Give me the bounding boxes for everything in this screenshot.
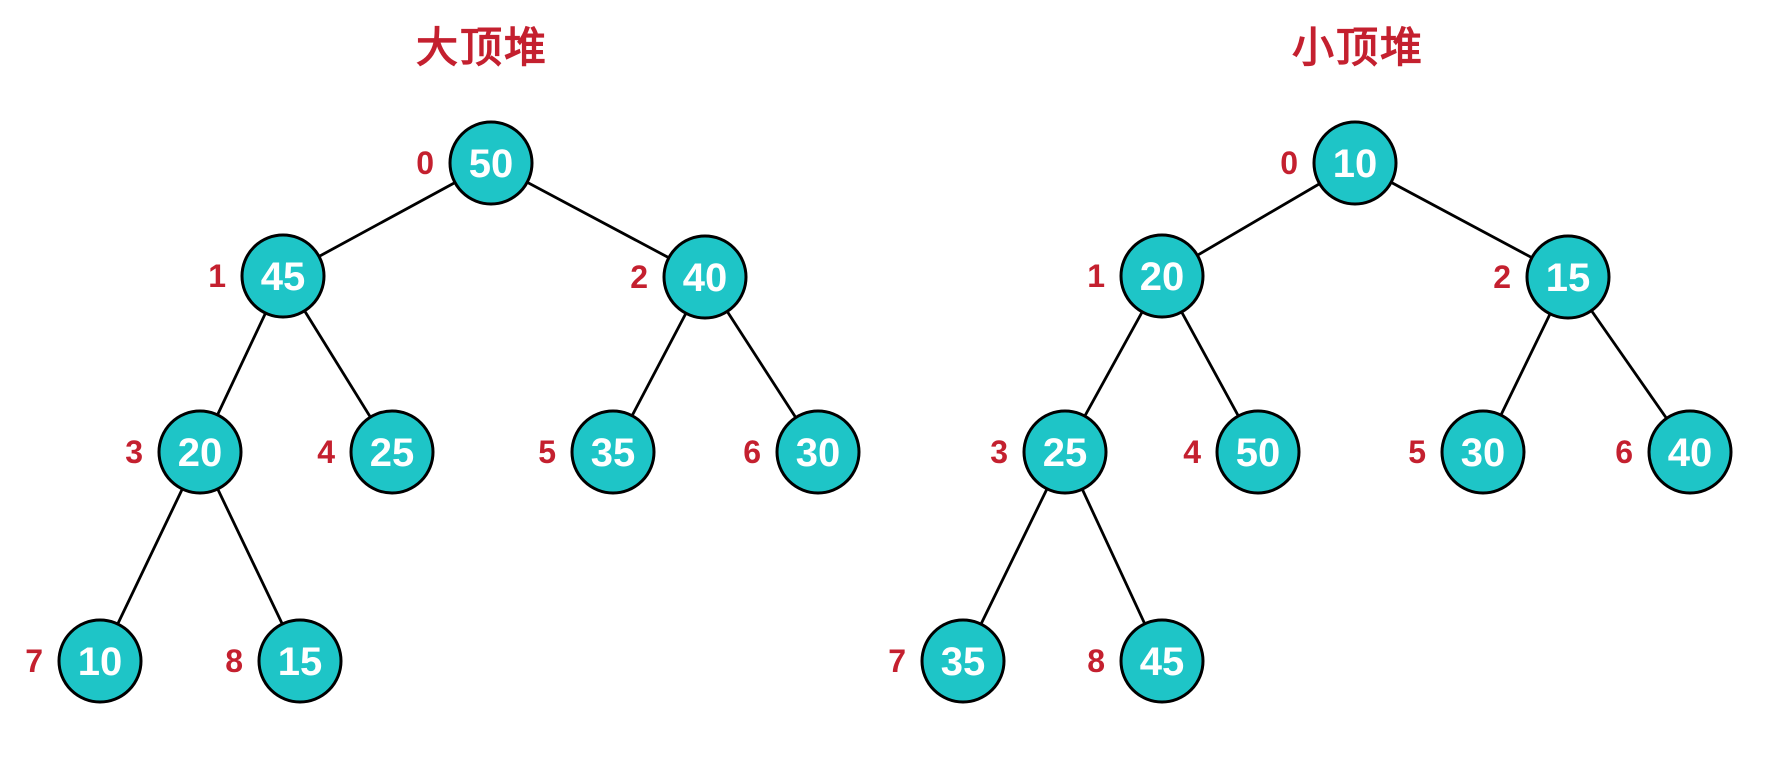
min-heap-node-5: 30 5 — [1408, 409, 1526, 495]
min-heap-node-circle-1 — [1119, 233, 1205, 319]
max-heap-node-3: 20 3 — [125, 409, 243, 495]
max-heap-node-8: 15 8 — [225, 618, 343, 704]
min-heap-node-index-3: 3 — [990, 434, 1008, 470]
max-heap-node-index-4: 4 — [317, 434, 335, 470]
max-heap-node-circle-1 — [240, 233, 326, 319]
max-heap-node-value-0: 50 — [469, 142, 514, 186]
max-heap-node-index-8: 8 — [225, 643, 243, 679]
min-heap-title: 小顶堆 — [1291, 24, 1424, 71]
min-heap-node-circle-7 — [920, 618, 1006, 704]
max-heap-node-circle-6 — [775, 409, 861, 495]
min-heap-node-index-5: 5 — [1408, 434, 1426, 470]
max-heap-title: 大顶堆 — [415, 24, 548, 71]
max-heap-node-circle-8 — [257, 618, 343, 704]
min-heap-node-index-2: 2 — [1493, 259, 1511, 295]
max-heap-node-value-6: 30 — [796, 431, 841, 475]
max-heap-node-index-0: 0 — [416, 145, 434, 181]
max-heap-node-value-3: 20 — [178, 431, 223, 475]
max-heap-node-circle-7 — [57, 618, 143, 704]
max-heap-node-circle-5 — [570, 409, 656, 495]
min-heap-node-value-2: 15 — [1546, 256, 1591, 300]
min-heap-node-value-3: 25 — [1043, 431, 1088, 475]
max-heap-node-4: 25 4 — [317, 409, 435, 495]
max-heap-node-index-7: 7 — [25, 643, 43, 679]
min-heap-node-circle-8 — [1119, 618, 1205, 704]
max-heap-node-index-1: 1 — [208, 258, 226, 294]
max-heap-node-7: 10 7 — [25, 618, 143, 704]
min-heap-node-index-1: 1 — [1087, 258, 1105, 294]
max-heap-node-value-2: 40 — [683, 256, 728, 300]
min-heap-node-circle-6 — [1647, 409, 1733, 495]
max-heap-node-value-1: 45 — [261, 255, 306, 299]
min-heap-node-index-6: 6 — [1615, 434, 1633, 470]
max-heap-node-2: 40 2 — [630, 234, 748, 320]
max-heap-node-circle-4 — [349, 409, 435, 495]
min-heap-node-circle-3 — [1022, 409, 1108, 495]
min-heap-node-value-8: 45 — [1140, 640, 1185, 684]
max-heap-node-index-5: 5 — [538, 434, 556, 470]
min-heap-node-index-7: 7 — [888, 643, 906, 679]
max-heap-node-circle-2 — [662, 234, 748, 320]
min-heap-node-index-0: 0 — [1280, 145, 1298, 181]
max-heap-node-value-5: 35 — [591, 431, 636, 475]
min-heap-node-circle-0 — [1312, 120, 1398, 206]
min-heap-node-index-8: 8 — [1087, 643, 1105, 679]
min-heap-node-value-0: 10 — [1333, 142, 1378, 186]
max-heap-node-5: 35 5 — [538, 409, 656, 495]
max-heap-node-circle-0 — [448, 120, 534, 206]
min-heap-node-8: 45 8 — [1087, 618, 1205, 704]
min-heap-node-value-7: 35 — [941, 640, 986, 684]
max-heap: 50 0 45 1 40 2 20 3 25 4 35 5 30 6 10 7 15 8 — [25, 120, 861, 704]
max-heap-node-index-2: 2 — [630, 259, 648, 295]
min-heap-node-index-4: 4 — [1183, 434, 1201, 470]
min-heap-node-circle-5 — [1440, 409, 1526, 495]
min-heap-node-circle-4 — [1215, 409, 1301, 495]
min-heap-node-4: 50 4 — [1183, 409, 1301, 495]
min-heap-node-circle-2 — [1525, 234, 1611, 320]
min-heap: 10 0 20 1 15 2 25 3 50 4 30 5 40 6 35 7 45 8 — [888, 120, 1733, 704]
min-heap-node-6: 40 6 — [1615, 409, 1733, 495]
max-heap-node-index-6: 6 — [743, 434, 761, 470]
min-heap-node-value-1: 20 — [1140, 255, 1185, 299]
min-heap-node-value-5: 30 — [1461, 431, 1506, 475]
max-heap-node-circle-3 — [157, 409, 243, 495]
min-heap-node-3: 25 3 — [990, 409, 1108, 495]
max-heap-node-0: 50 0 — [416, 120, 534, 206]
max-heap-node-index-3: 3 — [125, 434, 143, 470]
max-heap-node-1: 45 1 — [208, 233, 326, 319]
min-heap-node-0: 10 0 — [1280, 120, 1398, 206]
min-heap-node-value-4: 50 — [1236, 431, 1281, 475]
max-heap-node-6: 30 6 — [743, 409, 861, 495]
min-heap-node-2: 15 2 — [1493, 234, 1611, 320]
max-heap-node-value-4: 25 — [370, 431, 415, 475]
min-heap-node-7: 35 7 — [888, 618, 1006, 704]
max-heap-node-value-8: 15 — [278, 640, 323, 684]
min-heap-node-value-6: 40 — [1668, 431, 1713, 475]
min-heap-node-1: 20 1 — [1087, 233, 1205, 319]
max-heap-node-value-7: 10 — [78, 640, 123, 684]
